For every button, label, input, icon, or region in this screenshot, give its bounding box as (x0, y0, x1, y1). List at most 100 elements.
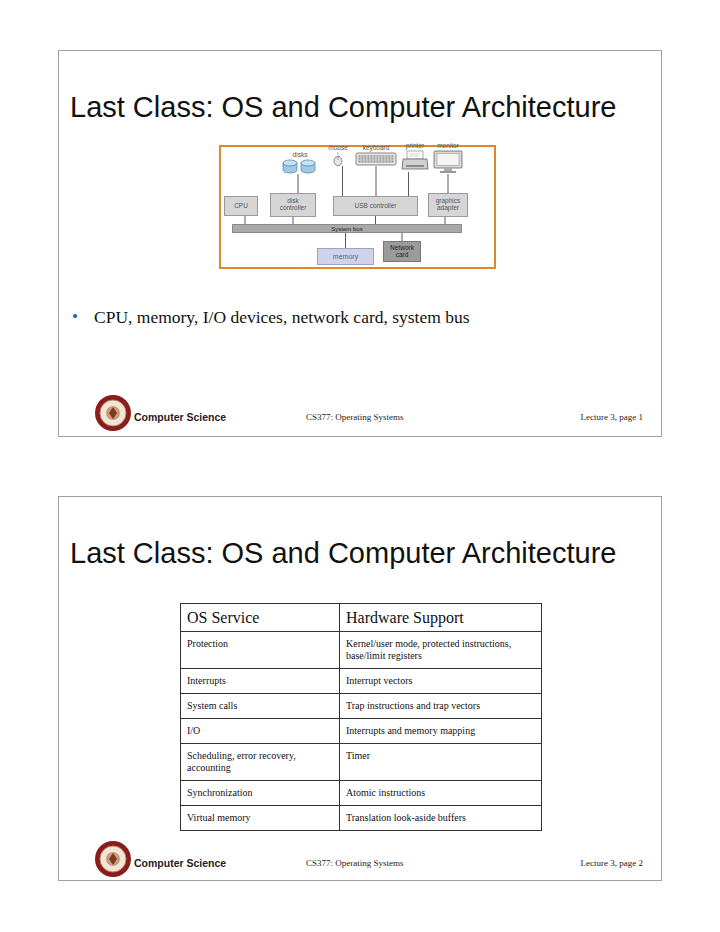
bullet: • (72, 307, 78, 327)
page-number: Lecture 3, page 2 (581, 858, 643, 868)
table-cell: Interrupts (181, 669, 340, 694)
university-seal (95, 395, 131, 431)
network-card-box: Network card (383, 241, 421, 262)
course-name-text: CS377: Operating Systems (306, 412, 404, 422)
cell-text: Trap instructions and trap vectors (346, 700, 480, 711)
table-cell: System calls (181, 694, 340, 719)
university-seal (95, 841, 131, 877)
cell-text: I/O (187, 725, 200, 736)
table-row: Interrupts Interrupt vectors (181, 669, 542, 694)
bus-connector (376, 166, 377, 196)
cell-text: Translation look-aside buffers (346, 812, 466, 823)
adapter-box-label: graphics adapter (431, 198, 465, 212)
disks-icon (281, 159, 319, 174)
header-cell: OS Service (181, 604, 340, 632)
table-row: I/O Interrupts and memory mapping (181, 719, 542, 744)
bus-connector (293, 217, 294, 224)
course-name: CS377: Operating Systems (306, 412, 404, 422)
controller-box: USB controller (333, 196, 418, 216)
cell-text: Scheduling, error recovery, accounting (187, 750, 296, 773)
controller-box: disk controller (270, 193, 316, 217)
system-bus-label: System bus (331, 226, 362, 232)
controller-box-label: disk controller (273, 198, 313, 212)
cell-text: Interrupts (187, 675, 226, 686)
bus-connector (345, 233, 346, 248)
mouse-device-label: mouse (328, 144, 348, 151)
slide-title-text: Last Class: OS and Computer Architecture (70, 91, 616, 123)
adapter-box: graphics adapter (428, 193, 468, 217)
service-table: OS Service Hardware SupportProtection Kern… (180, 603, 542, 831)
keyboard-device-label: keyboard (363, 144, 390, 151)
page-number-text: Lecture 3, page 2 (581, 858, 643, 868)
department-name: Computer Science (134, 857, 226, 869)
monitor-icon (432, 150, 464, 174)
table-row: System calls Trap instructions and trap v… (181, 694, 542, 719)
bus-connector (408, 172, 409, 196)
table-cell: Protection (181, 632, 340, 669)
table-cell: Synchronization (181, 781, 340, 806)
cell-text: Interrupt vectors (346, 675, 412, 686)
table-cell: Trap instructions and trap vectors (340, 694, 542, 719)
page-number: Lecture 3, page 1 (581, 412, 643, 422)
service-table: OS Service Hardware SupportProtection Kern… (180, 603, 542, 831)
header-text: Hardware Support (346, 609, 464, 626)
bus-connector (375, 216, 376, 224)
memory-box-label: memory (333, 253, 358, 260)
page-number-text: Lecture 3, page 1 (581, 412, 643, 422)
mouse-device: mouse (324, 144, 352, 166)
cell-text: Kernel/user mode, protected instructions… (346, 638, 511, 661)
table-cell: Translation look-aside buffers (340, 806, 542, 831)
disk-device: disks (280, 151, 320, 174)
table-cell: Interrupts and memory mapping (340, 719, 542, 744)
table-cell: Kernel/user mode, protected instructions… (340, 632, 542, 669)
bus-connector (445, 217, 446, 224)
printer-icon (401, 150, 429, 172)
monitor-device-label: monitor (437, 142, 459, 149)
table-row: Scheduling, error recovery, accounting Ti… (181, 744, 542, 781)
slide-frame (59, 497, 662, 881)
figure-frame (220, 146, 495, 268)
slide-title-text: Last Class: OS and Computer Architecture (70, 537, 616, 569)
department-name-text: Computer Science (134, 857, 226, 869)
slide-title: Last Class: OS and Computer Architecture (70, 537, 616, 570)
table-cell: Interrupt vectors (340, 669, 542, 694)
controller-box-label: USB controller (355, 203, 397, 210)
monitor-device: monitor (431, 142, 465, 174)
slide-frame (59, 51, 662, 437)
cpu-box-label: CPU (234, 203, 248, 210)
table-cell: Virtual memory (181, 806, 340, 831)
header-text: OS Service (187, 609, 259, 626)
cell-text: Synchronization (187, 787, 253, 798)
table-row: Virtual memory Translation look-aside buf… (181, 806, 542, 831)
bullet-text: • (72, 307, 78, 326)
course-name: CS377: Operating Systems (306, 858, 404, 868)
department-name-text: Computer Science (134, 411, 226, 423)
slide-title: Last Class: OS and Computer Architecture (70, 91, 616, 124)
cell-text: Atomic instructions (346, 787, 425, 798)
department-name: Computer Science (134, 411, 226, 423)
bullet-text: CPU, memory, I/O devices, network card, … (94, 307, 470, 328)
bus-connector (298, 174, 299, 193)
mouse-icon (331, 152, 345, 166)
keyboard-icon (355, 152, 397, 166)
keyboard-device: keyboard (353, 144, 399, 166)
printer-device: printer (399, 142, 431, 172)
course-name-text: CS377: Operating Systems (306, 858, 404, 868)
table-row: Synchronization Atomic instructions (181, 781, 542, 806)
cell-text: Timer (346, 750, 370, 761)
bus-connector (402, 233, 403, 241)
cell-text: Virtual memory (187, 812, 251, 823)
bus-connector (342, 166, 343, 196)
bus-connector (245, 216, 246, 224)
header-cell: Hardware Support (340, 604, 542, 632)
table-cell: Atomic instructions (340, 781, 542, 806)
cell-text: Interrupts and memory mapping (346, 725, 475, 736)
cell-text: System calls (187, 700, 237, 711)
bus-connector (448, 174, 449, 193)
network-card-box-label: Network card (386, 245, 418, 259)
bullet-text-text: CPU, memory, I/O devices, network card, … (94, 307, 470, 327)
table-cell: Timer (340, 744, 542, 781)
table-row: OS Service Hardware Support (181, 604, 542, 632)
cell-text: Protection (187, 638, 228, 649)
cpu-box: CPU (224, 196, 258, 216)
